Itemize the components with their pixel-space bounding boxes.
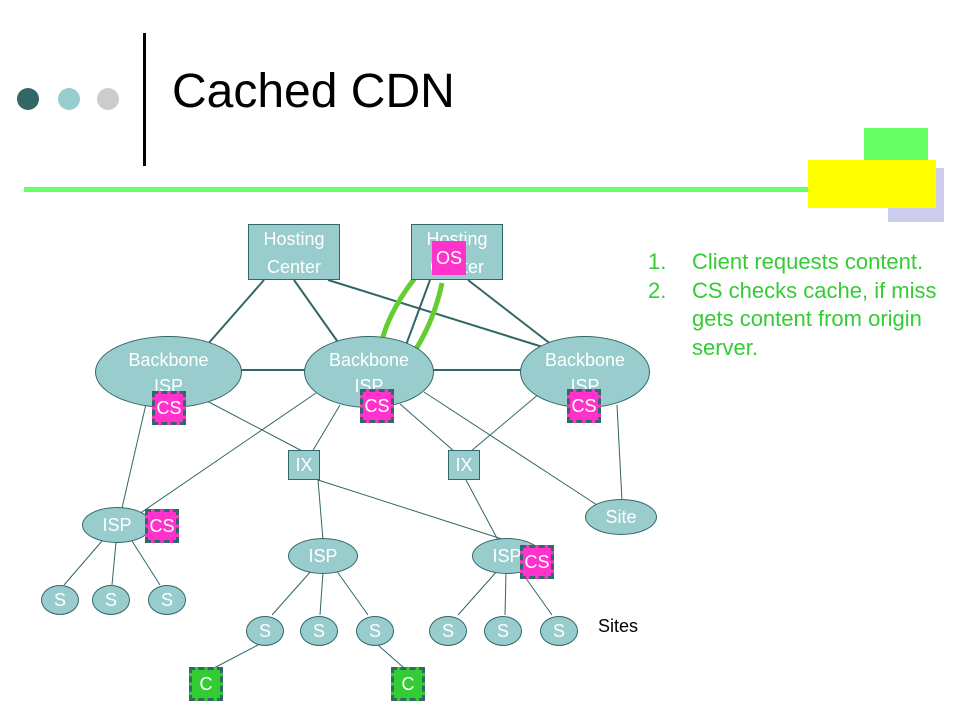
site-s: S <box>429 616 467 646</box>
link-backbone2-isp1 <box>138 392 317 515</box>
link-backbone2-ix1 <box>311 404 341 453</box>
cache-server: CS <box>152 391 186 425</box>
site-node: Site <box>585 499 657 535</box>
link-hosting2-backbone2 <box>405 279 431 346</box>
link-s-client2 <box>377 644 405 669</box>
link-isp2-s1 <box>271 569 313 616</box>
link-isp1-s1 <box>63 540 103 586</box>
step-number: 1. <box>648 249 667 274</box>
link-isp3-s2 <box>504 571 507 616</box>
title-divider <box>143 33 146 166</box>
backbone-label-line1: Backbone <box>544 350 626 370</box>
link-backbone3-ix2 <box>469 392 541 453</box>
sites-label: Sites <box>598 616 639 636</box>
decorative-square-yellow <box>808 160 936 208</box>
slide-title: Cached CDN <box>172 65 455 118</box>
backbone-isp-3: Backbone ISP <box>520 336 650 408</box>
step-number: 2. <box>648 277 667 303</box>
site-s: S <box>92 585 130 615</box>
link-ix1-isp3 <box>317 479 506 541</box>
internet-exchange-2: IX <box>448 450 480 480</box>
link-isp1-s3 <box>131 540 161 586</box>
cache-server: CS <box>145 509 179 543</box>
backbone-label-line1: Backbone <box>128 350 209 370</box>
link-backbone2-site <box>423 391 598 506</box>
cache-server: CS <box>567 389 601 423</box>
link-backbone3-site <box>616 404 623 502</box>
client: C <box>391 667 425 701</box>
internet-exchange-1: IX <box>288 450 320 480</box>
cache-server: CS <box>360 389 394 423</box>
link-ix1-isp2 <box>317 479 324 541</box>
step-text: CS checks cache, if miss gets content fr… <box>692 277 937 360</box>
step-item: 1. Client requests content. <box>648 248 948 277</box>
isp-2: ISP <box>288 538 358 574</box>
header-rule <box>24 187 824 192</box>
isp-1: ISP <box>82 507 152 543</box>
site-s: S <box>41 585 79 615</box>
link-ix2-isp3 <box>465 479 499 541</box>
link-backbone1-isp1 <box>121 403 147 509</box>
link-hosting1-backbone1 <box>206 279 265 346</box>
steps-list: 1. Client requests content. 2. CS checks c… <box>648 248 948 362</box>
decorative-dot-dark <box>17 88 39 110</box>
link-hosting1-backbone2 <box>293 279 341 346</box>
site-s: S <box>300 616 338 646</box>
link-backbone2-ix2 <box>399 403 456 453</box>
site-s: S <box>484 616 522 646</box>
link-hosting1-backbone3 <box>327 279 547 349</box>
site-s: S <box>540 616 578 646</box>
hosting-center-label-line2: Center <box>266 257 322 277</box>
client: C <box>189 667 223 701</box>
origin-server: OS <box>432 241 466 275</box>
decorative-dot-teal <box>58 88 80 110</box>
link-isp2-s2 <box>319 571 324 616</box>
site-s: S <box>246 616 284 646</box>
hosting-center-1: Hosting Center <box>248 224 340 280</box>
site-s: S <box>356 616 394 646</box>
step-item: 2. CS checks cache, if miss gets content … <box>648 277 948 363</box>
backbone-label-line1: Backbone <box>328 350 410 370</box>
backbone-isp-2: Backbone ISP <box>304 336 434 408</box>
link-hosting2-backbone3 <box>467 279 553 346</box>
site-s: S <box>148 585 186 615</box>
link-isp1-s2 <box>111 541 117 586</box>
link-backbone1-ix1 <box>204 399 305 453</box>
link-isp3-s1 <box>457 569 499 616</box>
step-text: Client requests content. <box>692 249 924 274</box>
link-s-client1 <box>213 644 259 669</box>
cache-server: CS <box>520 545 554 579</box>
link-isp2-s3 <box>335 569 369 616</box>
decorative-dot-grey <box>97 88 119 110</box>
hosting-center-label-line1: Hosting <box>263 229 325 249</box>
